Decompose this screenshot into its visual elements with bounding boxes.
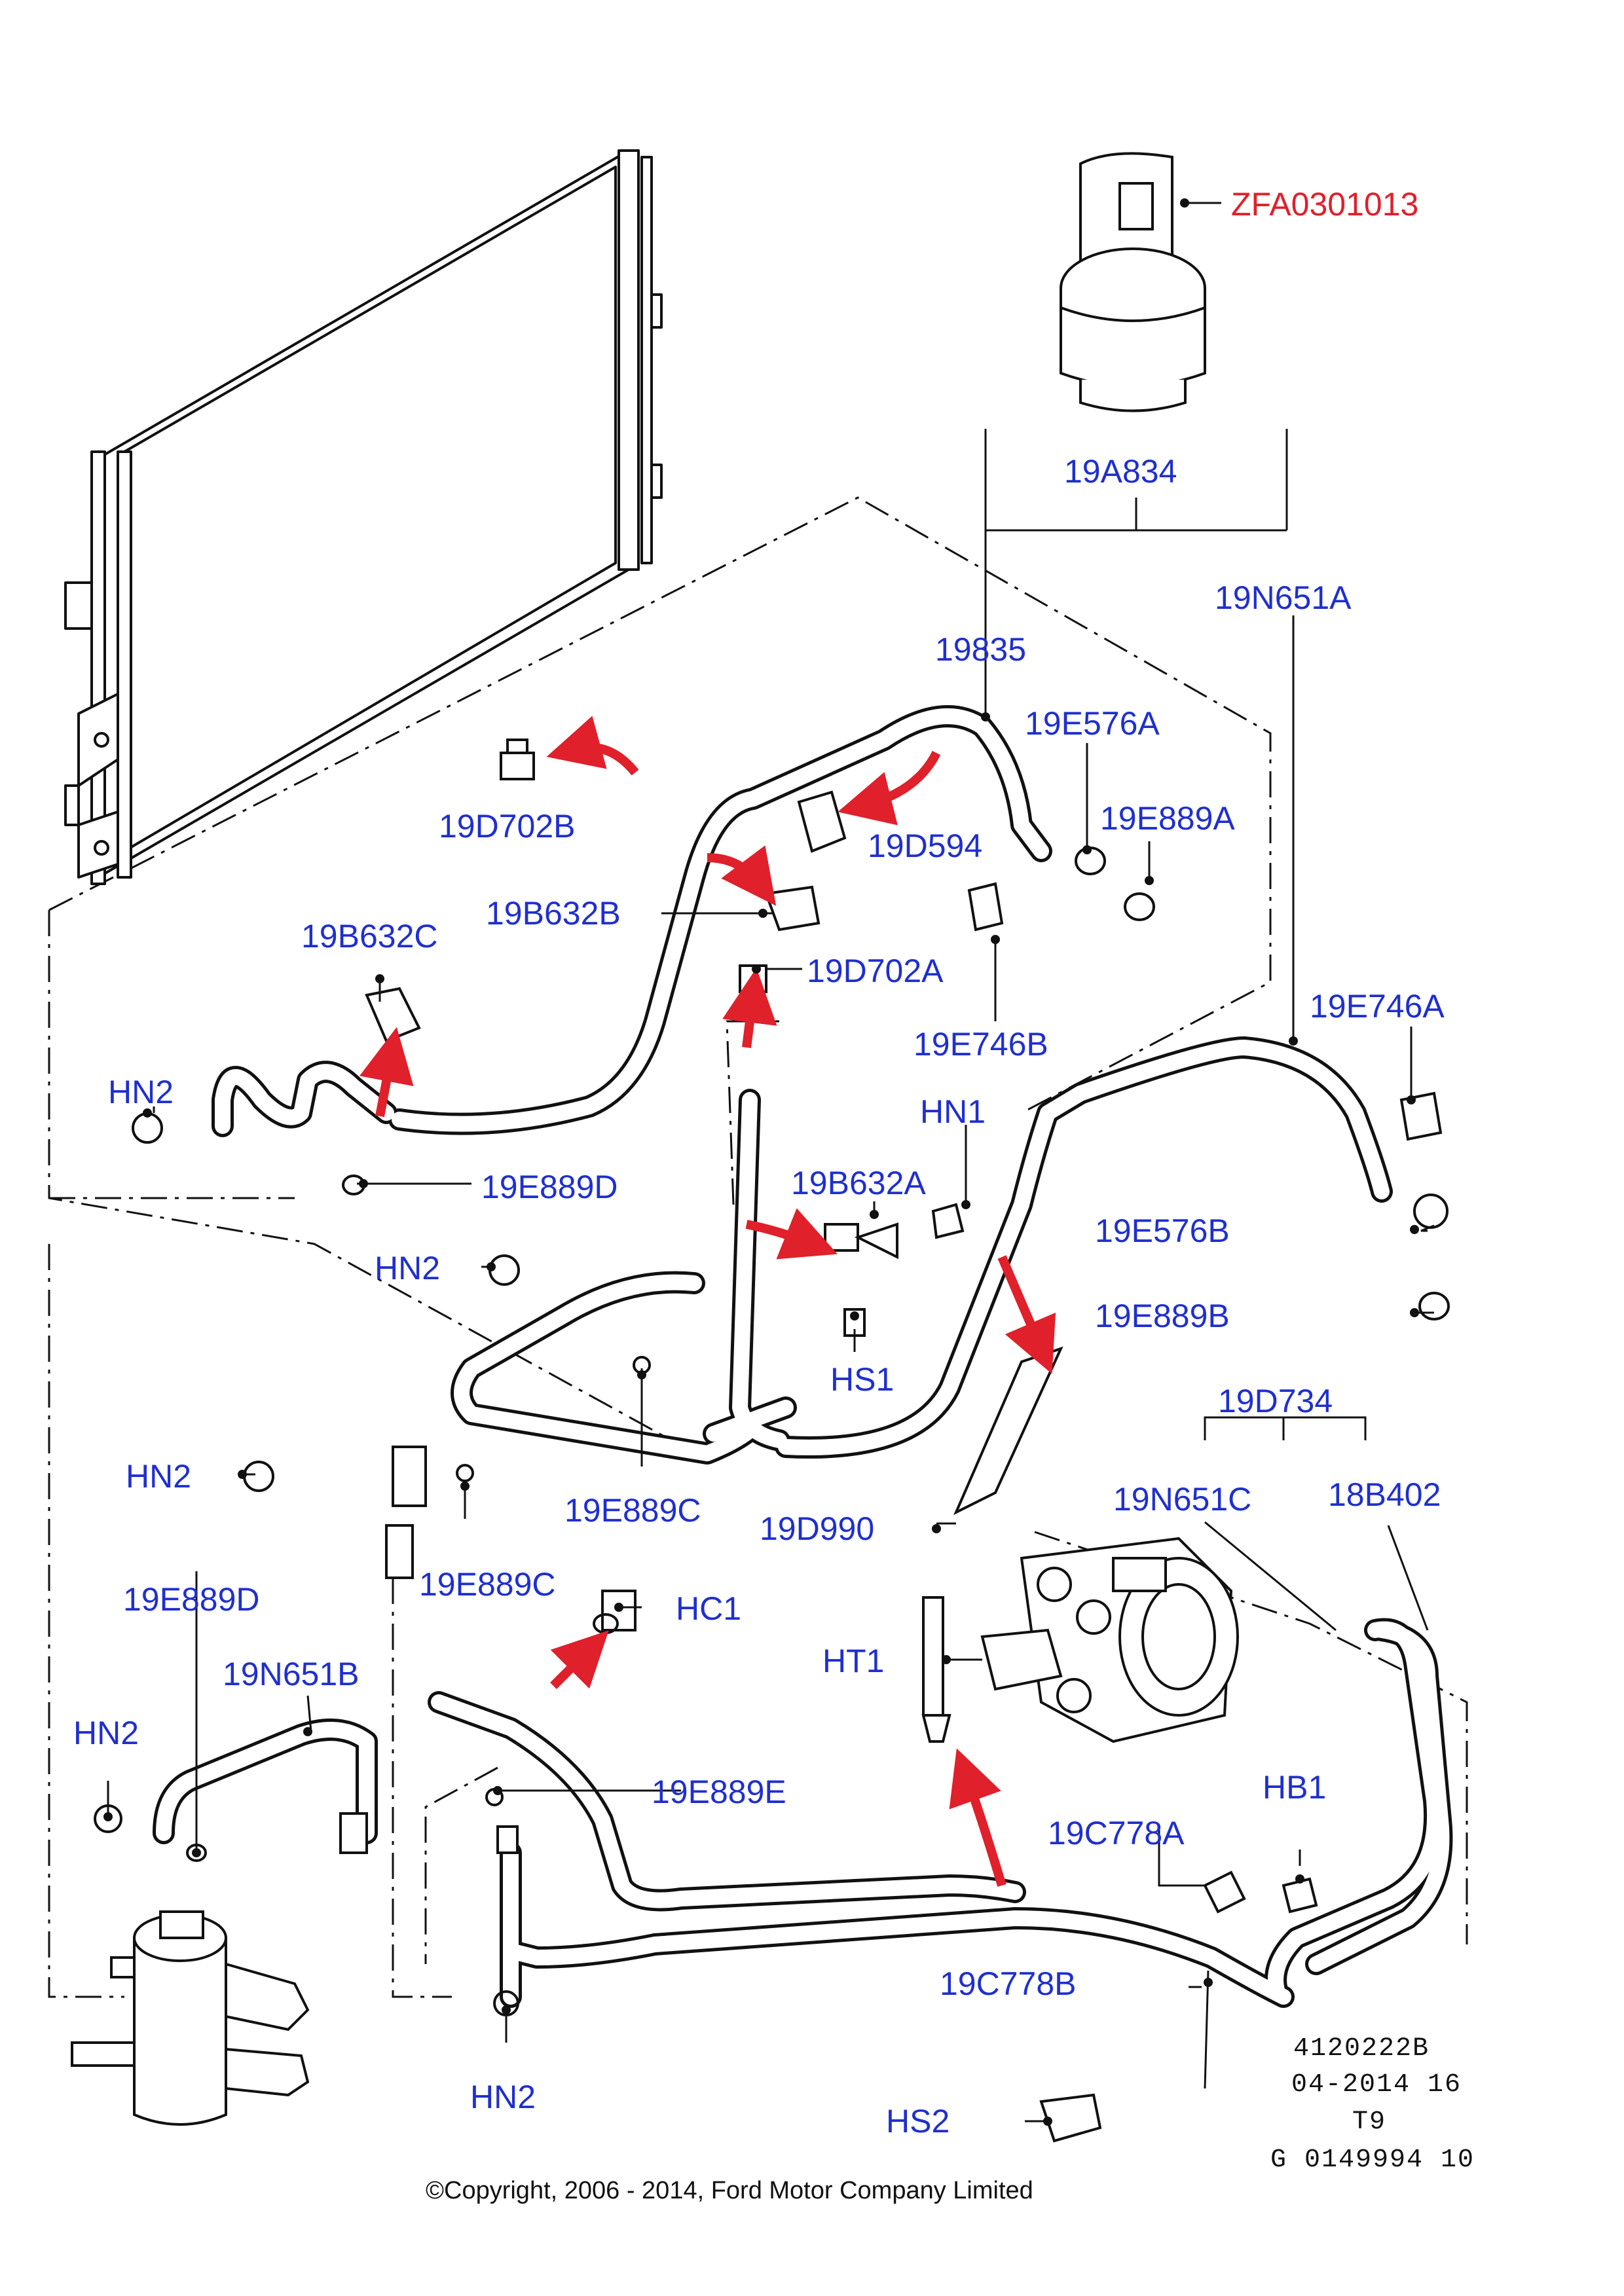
red-arrows	[359, 716, 1056, 1887]
label-19e746b: 19E746B	[913, 1026, 1048, 1063]
label-19e576a: 19E576A	[1025, 705, 1160, 742]
leader-lines	[107, 202, 1435, 2123]
label-19e889e: 19E889E	[652, 1774, 786, 1810]
label-19d734: 19D734	[1218, 1383, 1333, 1419]
label-19d594: 19D594	[868, 828, 983, 864]
label-19n651c: 19N651C	[1113, 1481, 1252, 1518]
diagram-id: G 0149994 10	[1270, 2145, 1475, 2175]
label-19e576b: 19E576B	[1095, 1212, 1230, 1249]
label-19n651a: 19N651A	[1215, 579, 1352, 616]
label-hn1: HN1	[920, 1093, 986, 1130]
leader-dots	[103, 198, 1419, 2126]
diagram-code: T9	[1352, 2107, 1387, 2137]
label-19b632a: 19B632A	[791, 1165, 926, 1201]
label-19d702a: 19D702A	[807, 953, 944, 989]
label-hn2-b: HN2	[375, 1250, 441, 1286]
label-19c778a: 19C778A	[1048, 1815, 1185, 1851]
copyright-notice: ©Copyright, 2006 - 2014, Ford Motor Comp…	[426, 2177, 1033, 2204]
label-19n651b: 19N651B	[223, 1656, 360, 1692]
label-19e889d-b: 19E889D	[123, 1581, 260, 1618]
label-hn2-c: HN2	[126, 1458, 192, 1495]
refrigerant-hoses	[153, 705, 1453, 2008]
label-19e889a: 19E889A	[1100, 800, 1235, 837]
label-hn2-e: HN2	[470, 2079, 536, 2115]
label-19a834: 19A834	[1064, 453, 1177, 490]
diagram-date: 04-2014 16	[1291, 2070, 1462, 2100]
label-19e889b: 19E889B	[1095, 1298, 1230, 1334]
label-19d702b: 19D702B	[439, 808, 576, 845]
label-19b632b: 19B632B	[486, 895, 621, 932]
receiver-drier	[71, 1910, 310, 2126]
label-19e746a: 19E746A	[1310, 988, 1445, 1025]
ac-compressor	[980, 1537, 1239, 1743]
label-zfa0301013: ZFA0301013	[1231, 186, 1419, 223]
label-19e889c-b: 19E889C	[419, 1566, 556, 1603]
small-parts	[339, 738, 1443, 2143]
label-hs1: HS1	[830, 1361, 895, 1398]
label-19d990: 19D990	[760, 1510, 875, 1547]
label-hb1: HB1	[1263, 1769, 1327, 1806]
diagram-ref-number: 4120222B	[1293, 2034, 1430, 2064]
label-hn2-d: HN2	[73, 1715, 139, 1751]
label-hn2-a: HN2	[108, 1074, 174, 1110]
label-18b402: 18B402	[1328, 1476, 1441, 1513]
label-19c778b: 19C778B	[940, 1965, 1077, 2002]
label-hc1: HC1	[676, 1590, 742, 1627]
condenser	[64, 149, 663, 885]
refrigerant-bottle	[1060, 152, 1206, 412]
label-ht1: HT1	[822, 1643, 885, 1679]
label-19e889d-a: 19E889D	[481, 1169, 618, 1205]
label-hs2: HS2	[886, 2103, 950, 2140]
label-19835: 19835	[935, 631, 1027, 668]
label-19b632c: 19B632C	[301, 918, 438, 955]
label-19e889c-a: 19E889C	[564, 1492, 701, 1529]
